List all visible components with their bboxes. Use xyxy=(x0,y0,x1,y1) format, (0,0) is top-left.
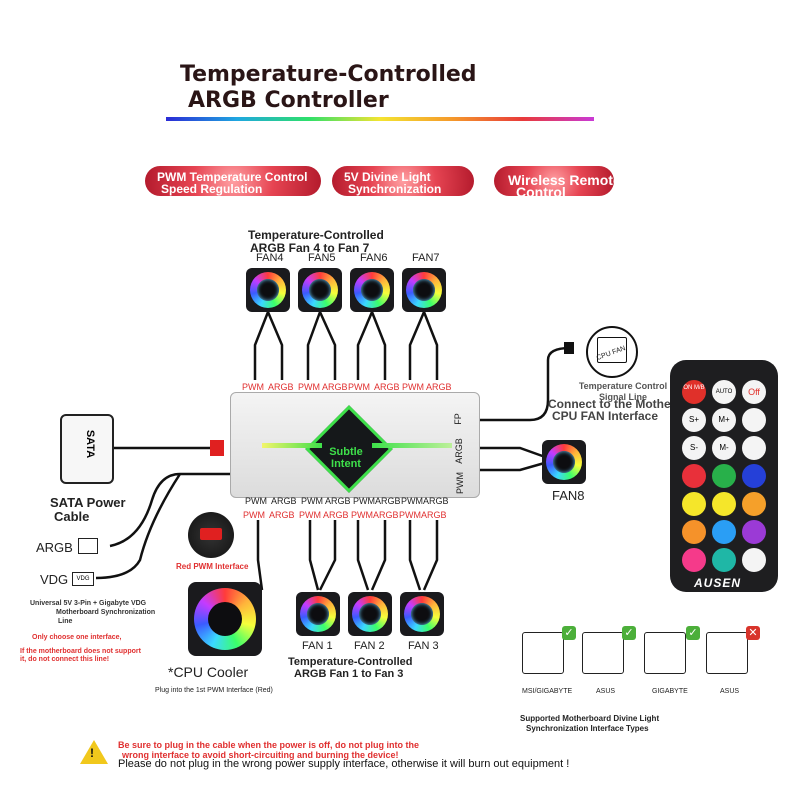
port-gigabyte-icon xyxy=(644,632,686,674)
remote-s-minus-button[interactable]: S- xyxy=(682,436,706,460)
remote-color-teal[interactable] xyxy=(712,548,736,572)
warning-exclaim: ! xyxy=(90,746,94,760)
sata-label: SATA Power Cable xyxy=(50,495,126,524)
fan7-icon xyxy=(402,268,446,312)
sata-connector-icon: SATA xyxy=(60,414,114,484)
title-line2: ARGB Controller xyxy=(188,88,389,113)
port-msi-gigabyte-icon xyxy=(522,632,564,674)
feature-pill-pwm: PWM Temperature Control Speed Regulation xyxy=(145,166,321,196)
brand-msi-gigabyte: MSI/GIGABYTE xyxy=(522,688,573,695)
warning-text: Be sure to plug in the cable when the po… xyxy=(118,740,419,760)
title-line1: Temperature-Controlled xyxy=(180,62,477,87)
remote-brightness-down-icon[interactable] xyxy=(742,436,766,460)
cpu-fan-label: Temperature Control Signal Line xyxy=(578,381,668,402)
only-one-label: Only choose one interface, xyxy=(32,634,122,641)
fan7-label: FAN7 xyxy=(412,252,440,264)
cpu-fan-plug-icon xyxy=(564,342,574,354)
vdg-connector-icon: VDG xyxy=(72,572,94,586)
bottom-group-label: Temperature-Controlled ARGB Fan 1 to Fan… xyxy=(288,656,413,680)
not-support-label: If the motherboard does not support it, … xyxy=(20,648,141,663)
fan4-label: FAN4 xyxy=(256,252,284,264)
remote-color-red[interactable] xyxy=(682,464,706,488)
feature-pill-remote: Wireless Remote Control xyxy=(494,166,621,199)
port-asus-icon xyxy=(582,632,624,674)
remote-auto-button[interactable]: AUTO xyxy=(712,380,736,404)
fan1-label: FAN 1 xyxy=(302,640,333,652)
remote-s-plus-button[interactable]: S+ xyxy=(682,408,706,432)
remote-color-purple[interactable] xyxy=(742,520,766,544)
remote-color-blue[interactable] xyxy=(742,464,766,488)
controller-port-argb-right: ARGB xyxy=(453,438,464,464)
remote-brightness-up-icon[interactable] xyxy=(742,408,766,432)
supported-check-icon: ✓ xyxy=(562,626,576,640)
brand-asus-2: ASUS xyxy=(720,688,740,695)
fan5-label: FAN5 xyxy=(308,252,336,264)
warning-icon xyxy=(80,740,108,764)
remote-color-yellow[interactable] xyxy=(682,492,706,516)
red-pwm-label: Red PWM Interface xyxy=(176,562,249,571)
remote-color-orange[interactable] xyxy=(742,492,766,516)
fan3-label: FAN 3 xyxy=(408,640,439,652)
cpu-cooler-label: *CPU Cooler xyxy=(168,664,249,680)
fan4-icon xyxy=(246,268,290,312)
remote-m-plus-button[interactable]: M+ xyxy=(712,408,736,432)
sata-plug-icon xyxy=(210,440,224,456)
cpu-fan-connect-label: Connect to the Motherboard CPU FAN Inter… xyxy=(548,397,709,423)
port-asus-unsupported-icon xyxy=(706,632,748,674)
remote-off-button[interactable]: Off xyxy=(742,380,766,404)
remote-color-white[interactable] xyxy=(742,548,766,572)
top-group-label: Temperature-Controlled ARGB Fan 4 to Fan… xyxy=(248,228,384,255)
cpu-fan-connector-icon: CPU FAN xyxy=(586,326,638,378)
red-pwm-connector-icon xyxy=(188,512,234,558)
fan6-label: FAN6 xyxy=(360,252,388,264)
supported-check-icon: ✓ xyxy=(622,626,636,640)
sync-label: Universal 5V 3-Pin + Gigabyte VDG Mother… xyxy=(30,600,156,625)
fan6-icon xyxy=(350,268,394,312)
controller-center-label: Subtle Intent xyxy=(329,446,363,470)
fan8-label: FAN8 xyxy=(552,488,585,503)
feature-pill-sync: 5V Divine Light Synchronization xyxy=(332,166,474,196)
warning-power-text: Please do not plug in the wrong power su… xyxy=(118,758,570,770)
controller-port-pwm-right: PWM xyxy=(455,472,465,494)
brand-gigabyte: GIGABYTE xyxy=(652,688,688,695)
remote-color-skyblue[interactable] xyxy=(712,520,736,544)
remote-on-button[interactable]: ON M/B xyxy=(682,380,706,404)
unsupported-x-icon: ✕ xyxy=(746,626,760,640)
supported-label: Supported Motherboard Divine Light Synch… xyxy=(520,714,660,733)
controller-green-band-right xyxy=(372,443,452,448)
vdg-label: VDG xyxy=(40,572,69,587)
plug-first-label: Plug into the 1st PWM Interface (Red) xyxy=(155,687,273,694)
fan1-icon xyxy=(296,592,340,636)
remote-color-orange2[interactable] xyxy=(682,520,706,544)
remote-m-minus-button[interactable]: M- xyxy=(712,436,736,460)
brand-asus: ASUS xyxy=(596,688,616,695)
fan5-icon xyxy=(298,268,342,312)
remote-color-pink[interactable] xyxy=(682,548,706,572)
remote-color-yellow2[interactable] xyxy=(712,492,736,516)
fan2-label: FAN 2 xyxy=(354,640,385,652)
fan2-icon xyxy=(348,592,392,636)
wireless-remote: ON M/B AUTO Off S+ M+ S- M- AUSEN xyxy=(670,360,778,592)
supported-check-icon: ✓ xyxy=(686,626,700,640)
argb-connector-icon xyxy=(78,538,98,554)
argb-label: ARGB xyxy=(36,540,73,555)
page-title: Temperature-Controlled ARGB Controller xyxy=(180,62,477,114)
rainbow-underline xyxy=(166,117,594,121)
remote-brand: AUSEN xyxy=(694,576,742,590)
controller-port-fp: FP xyxy=(452,413,463,425)
cpu-cooler-icon xyxy=(188,582,262,656)
controller-green-band xyxy=(262,443,322,448)
fan8-icon xyxy=(542,440,586,484)
fan3-icon xyxy=(400,592,444,636)
remote-color-green[interactable] xyxy=(712,464,736,488)
